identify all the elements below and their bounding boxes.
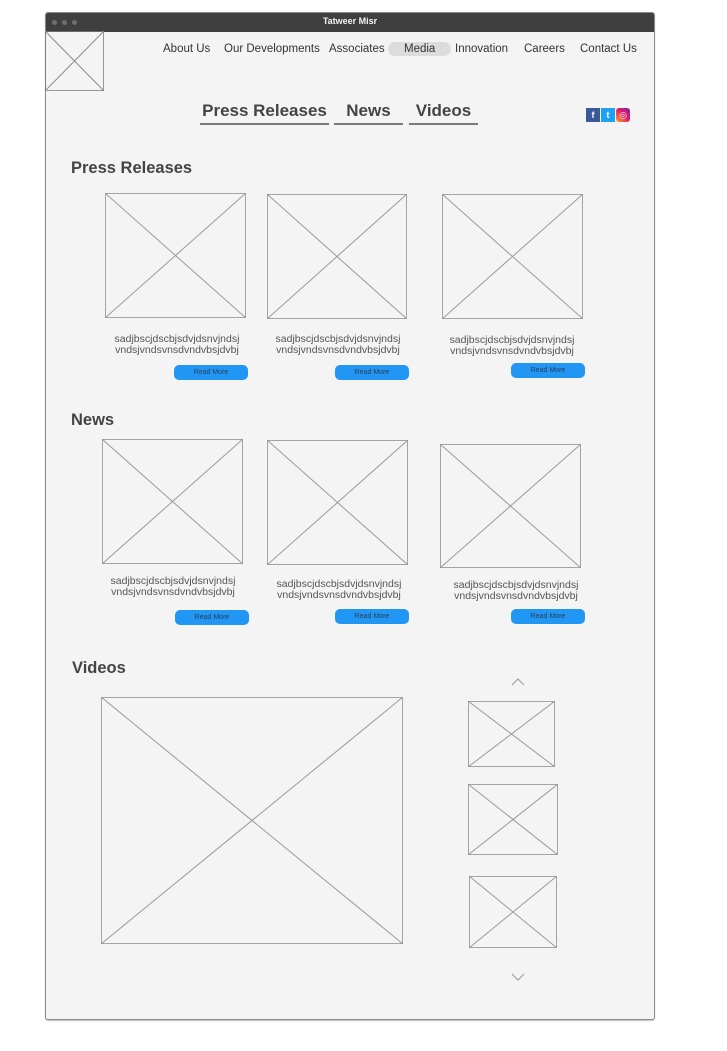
- scroll-up-chevron-icon[interactable]: [511, 675, 525, 689]
- caption-line: vndsjvndsvnsdvndvbsjdvbj: [450, 345, 574, 357]
- nav-item-innovation[interactable]: Innovation: [455, 43, 509, 55]
- minimize-dot-icon[interactable]: [62, 20, 67, 25]
- maximize-dot-icon[interactable]: [72, 20, 77, 25]
- logo-image-placeholder[interactable]: [45, 31, 104, 91]
- close-dot-icon[interactable]: [52, 20, 57, 25]
- nav-item-about-us[interactable]: About Us: [163, 43, 211, 55]
- caption-line: sadjbscjdscbjsdvjdsnvjndsj: [275, 333, 401, 345]
- main-video-player[interactable]: [101, 697, 403, 944]
- news-caption-3: sadjbscjdscbjsdvjdsnvjndsj vndsjvndsvnsd…: [446, 580, 586, 602]
- video-thumbnail-2[interactable]: [468, 784, 558, 855]
- nav-item-associates[interactable]: Associates: [329, 43, 385, 55]
- news-read-more-3[interactable]: Read More: [511, 609, 585, 624]
- press-release-read-more-2[interactable]: Read More: [335, 365, 409, 380]
- caption-line: sadjbscjdscbjsdvjdsnvjndsj: [449, 334, 575, 346]
- press-releases-heading: Press Releases: [71, 159, 193, 177]
- title-bar: Tatweer Misr: [46, 13, 654, 32]
- facebook-icon[interactable]: f: [586, 108, 600, 122]
- caption-line: vndsjvndsvnsdvndvbsjdvbj: [111, 586, 235, 598]
- nav-item-our-developments[interactable]: Our Developments: [224, 43, 320, 55]
- tab-videos[interactable]: Videos: [409, 101, 478, 125]
- press-release-image-1[interactable]: [105, 193, 246, 318]
- press-release-image-3[interactable]: [442, 194, 583, 319]
- press-release-caption-3: sadjbscjdscbjsdvjdsnvjndsj vndsjvndsvnsd…: [442, 335, 582, 357]
- nav-item-media[interactable]: Media: [388, 42, 452, 56]
- scroll-down-chevron-icon[interactable]: [511, 970, 525, 984]
- news-heading: News: [71, 411, 115, 429]
- window-title: Tatweer Misr: [322, 16, 378, 26]
- caption-line: sadjbscjdscbjsdvjdsnvjndsj: [453, 579, 579, 591]
- press-release-read-more-3[interactable]: Read More: [511, 363, 585, 378]
- press-release-caption-2: sadjbscjdscbjsdvjdsnvjndsj vndsjvndsvnsd…: [268, 334, 408, 356]
- twitter-icon[interactable]: t: [601, 108, 615, 122]
- caption-line: sadjbscjdscbjsdvjdsnvjndsj: [110, 575, 236, 587]
- caption-line: vndsjvndsvnsdvndvbsjdvbj: [115, 344, 239, 356]
- caption-line: vndsjvndsvnsdvndvbsjdvbj: [277, 589, 401, 601]
- news-image-3[interactable]: [440, 444, 581, 568]
- nav-item-contact-us[interactable]: Contact Us: [580, 43, 637, 55]
- nav-item-careers[interactable]: Careers: [524, 43, 565, 55]
- press-release-image-2[interactable]: [267, 194, 407, 319]
- news-image-1[interactable]: [102, 439, 243, 564]
- news-read-more-1[interactable]: Read More: [175, 610, 249, 625]
- tab-news[interactable]: News: [334, 101, 403, 125]
- videos-heading: Videos: [72, 659, 126, 677]
- news-caption-1: sadjbscjdscbjsdvjdsnvjndsj vndsjvndsvnsd…: [104, 576, 242, 598]
- browser-window: Tatweer Misr: [45, 12, 655, 1020]
- video-thumbnail-1[interactable]: [468, 701, 555, 767]
- window-controls[interactable]: [52, 20, 77, 25]
- press-release-caption-1: sadjbscjdscbjsdvjdsnvjndsj vndsjvndsvnsd…: [108, 334, 246, 356]
- press-release-read-more-1[interactable]: Read More: [174, 365, 248, 380]
- news-caption-2: sadjbscjdscbjsdvjdsnvjndsj vndsjvndsvnsd…: [269, 579, 409, 601]
- caption-line: vndsjvndsvnsdvndvbsjdvbj: [454, 590, 578, 602]
- caption-line: vndsjvndsvnsdvndvbsjdvbj: [276, 344, 400, 356]
- video-thumbnail-3[interactable]: [469, 876, 557, 948]
- caption-line: sadjbscjdscbjsdvjdsnvjndsj: [114, 333, 240, 345]
- news-image-2[interactable]: [267, 440, 408, 565]
- news-read-more-2[interactable]: Read More: [335, 609, 409, 624]
- social-links: f t ◎: [586, 108, 630, 122]
- instagram-icon[interactable]: ◎: [616, 108, 630, 122]
- tab-press-releases[interactable]: Press Releases: [200, 101, 329, 125]
- caption-line: sadjbscjdscbjsdvjdsnvjndsj: [276, 578, 402, 590]
